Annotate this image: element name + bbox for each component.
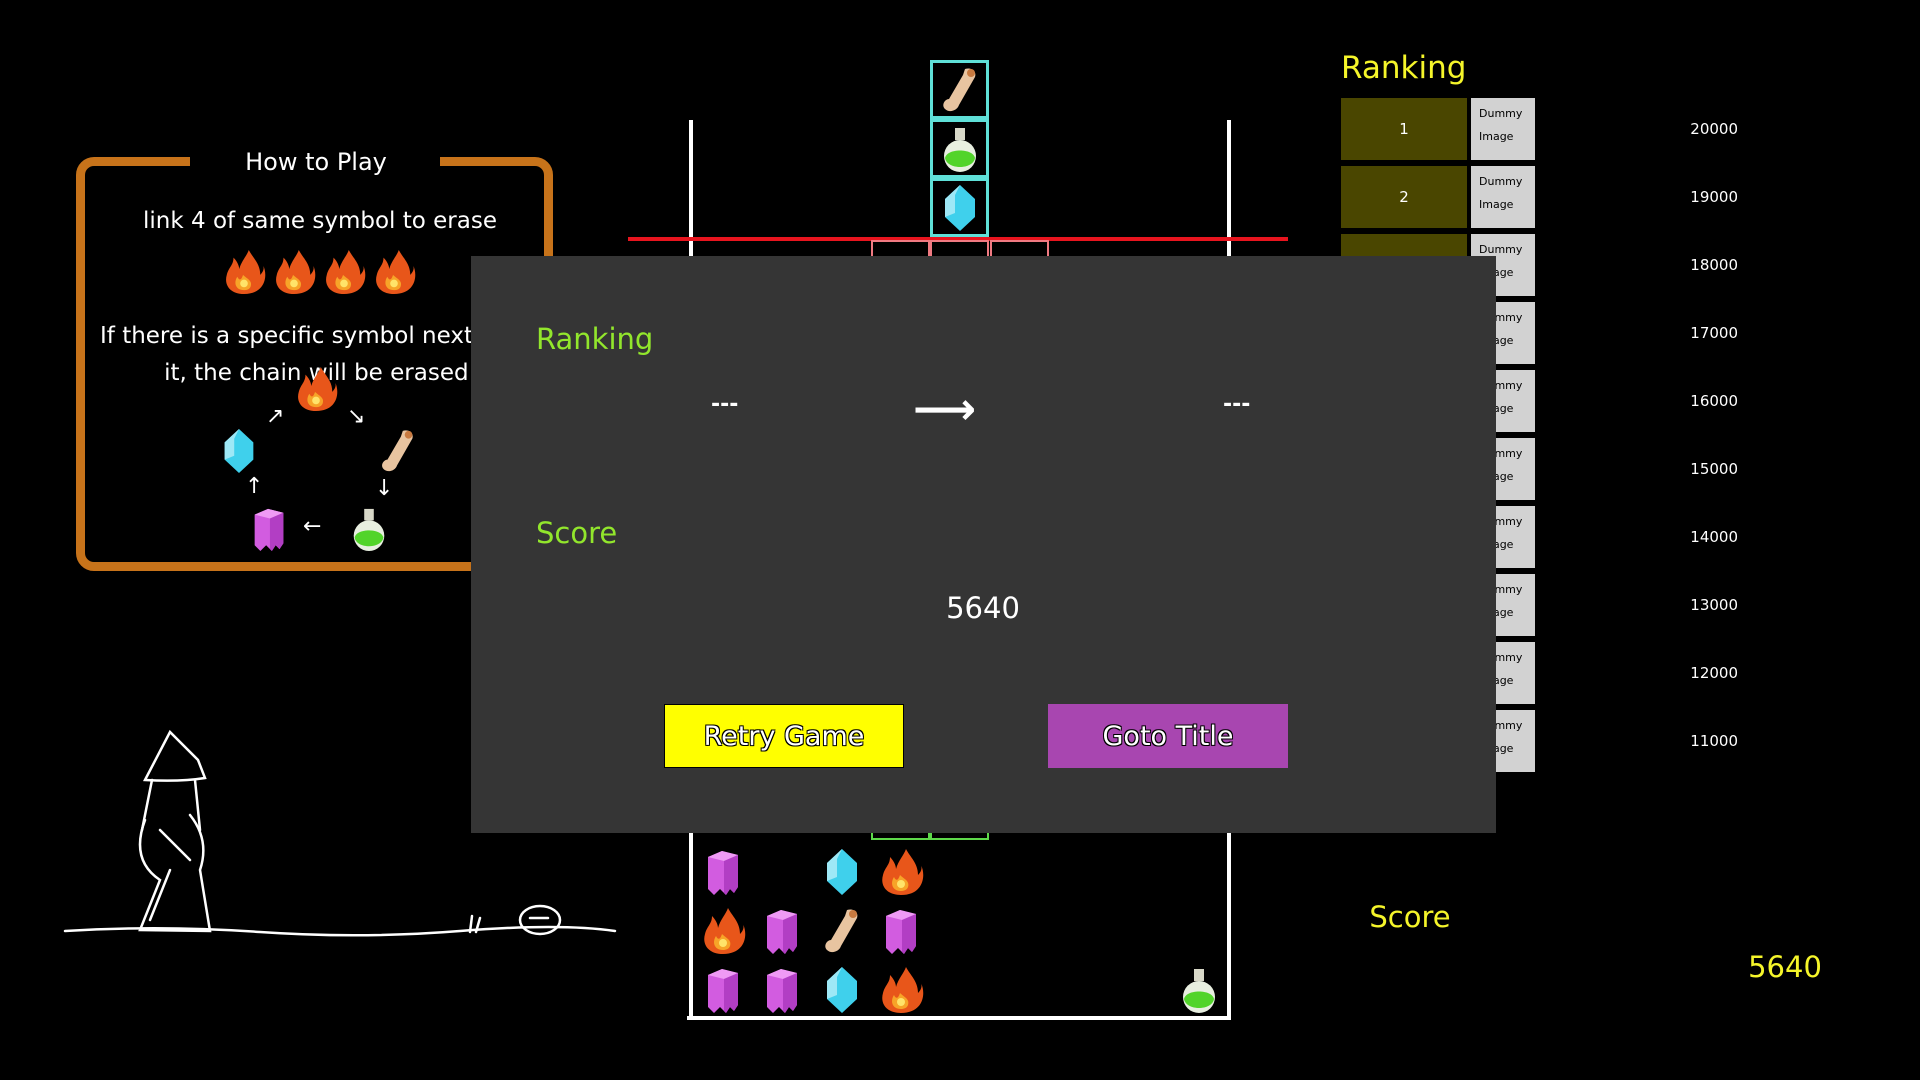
rank-score: 11000 [1690,732,1738,750]
score-value: 5640 [1748,950,1822,984]
fire-icon [882,966,924,1013]
fire-icon [322,248,366,296]
rank-score: 16000 [1690,392,1738,410]
ranking-title: Ranking [1341,50,1467,86]
cycle-arrow: ↘ [347,404,366,429]
potion-icon [1182,968,1215,1013]
rank-score: 20000 [1690,120,1738,138]
crystal-icon [217,427,261,475]
frame-title-gap [190,150,440,170]
active-piece-potion [930,119,989,178]
board-cell [812,960,871,1019]
fire-icon [372,248,416,296]
crystal-icon [826,848,857,895]
score-label: Score [1369,900,1451,934]
field-floor [687,1016,1231,1020]
rank-score: 17000 [1690,324,1738,342]
board-cell [1169,960,1228,1019]
rank-score: 13000 [1690,596,1738,614]
dialog-ranking-label: Ranking [536,322,654,356]
purple-cube-icon [767,909,797,954]
potion-icon [347,505,391,553]
goto-title-button[interactable]: Goto Title [1048,704,1288,768]
dummy-image-label: Image [1479,198,1514,211]
fire-icon [294,365,338,413]
potion-icon [943,127,976,172]
fire-icon [222,248,266,296]
danger-line [628,237,1288,241]
purple-cube-icon [707,850,738,895]
board-cell [753,960,812,1019]
dummy-image-label: Dummy [1479,175,1523,188]
cycle-arrow: ↓ [375,476,394,501]
rank-score: 15000 [1690,460,1738,478]
witch-illustration [63,729,617,937]
rank-number: 1 [1341,98,1467,160]
board-cell [693,960,752,1019]
retry-game-button[interactable]: Retry Game [664,704,904,768]
fire-icon [272,248,316,296]
rank-score: 18000 [1690,256,1738,274]
active-piece-crystal [930,178,989,237]
board-cell [812,901,871,960]
board-cell [693,901,752,960]
purple-cube-icon [247,505,291,553]
result-dialog: Ranking --- ⟶ --- Score 5640 Retry Game … [471,256,1496,833]
howto-title: How to Play [245,148,387,176]
arrow-right-icon: ⟶ [913,384,977,435]
crystal-icon [944,184,975,231]
board-cell [693,842,752,901]
scroll-icon [376,427,420,475]
crystal-icon [826,966,857,1013]
dummy-image-label: Image [1479,130,1514,143]
board-cell [753,901,812,960]
fire-icon [882,848,924,895]
cycle-arrow: ↑ [245,474,264,499]
active-piece-scroll [930,60,989,119]
scroll-icon [942,67,975,111]
howto-rule-text: link 4 of same symbol to erase [143,208,497,234]
rank-score: 19000 [1690,188,1738,206]
new-rank: --- [1223,392,1251,417]
cycle-arrow: ↗ [266,404,285,429]
scroll-icon [824,908,857,952]
dialog-score-label: Score [536,516,618,550]
howto-chain-text-1: If there is a specific symbol next to [100,323,504,349]
board-cell [872,960,931,1019]
board-cell [812,842,871,901]
purple-cube-icon [707,968,738,1013]
purple-cube-icon [767,968,797,1013]
fire-icon [703,907,745,954]
purple-cube-icon [886,909,916,954]
board-cell [872,901,931,960]
dialog-score-value: 5640 [946,591,1020,625]
rank-score: 14000 [1690,528,1738,546]
dummy-image-label: Dummy [1479,243,1523,256]
old-rank: --- [711,392,739,417]
cycle-arrow: ← [303,514,322,539]
dummy-image-label: Dummy [1479,107,1523,120]
rank-score: 12000 [1690,664,1738,682]
board-cell [872,842,931,901]
rank-number: 2 [1341,166,1467,228]
